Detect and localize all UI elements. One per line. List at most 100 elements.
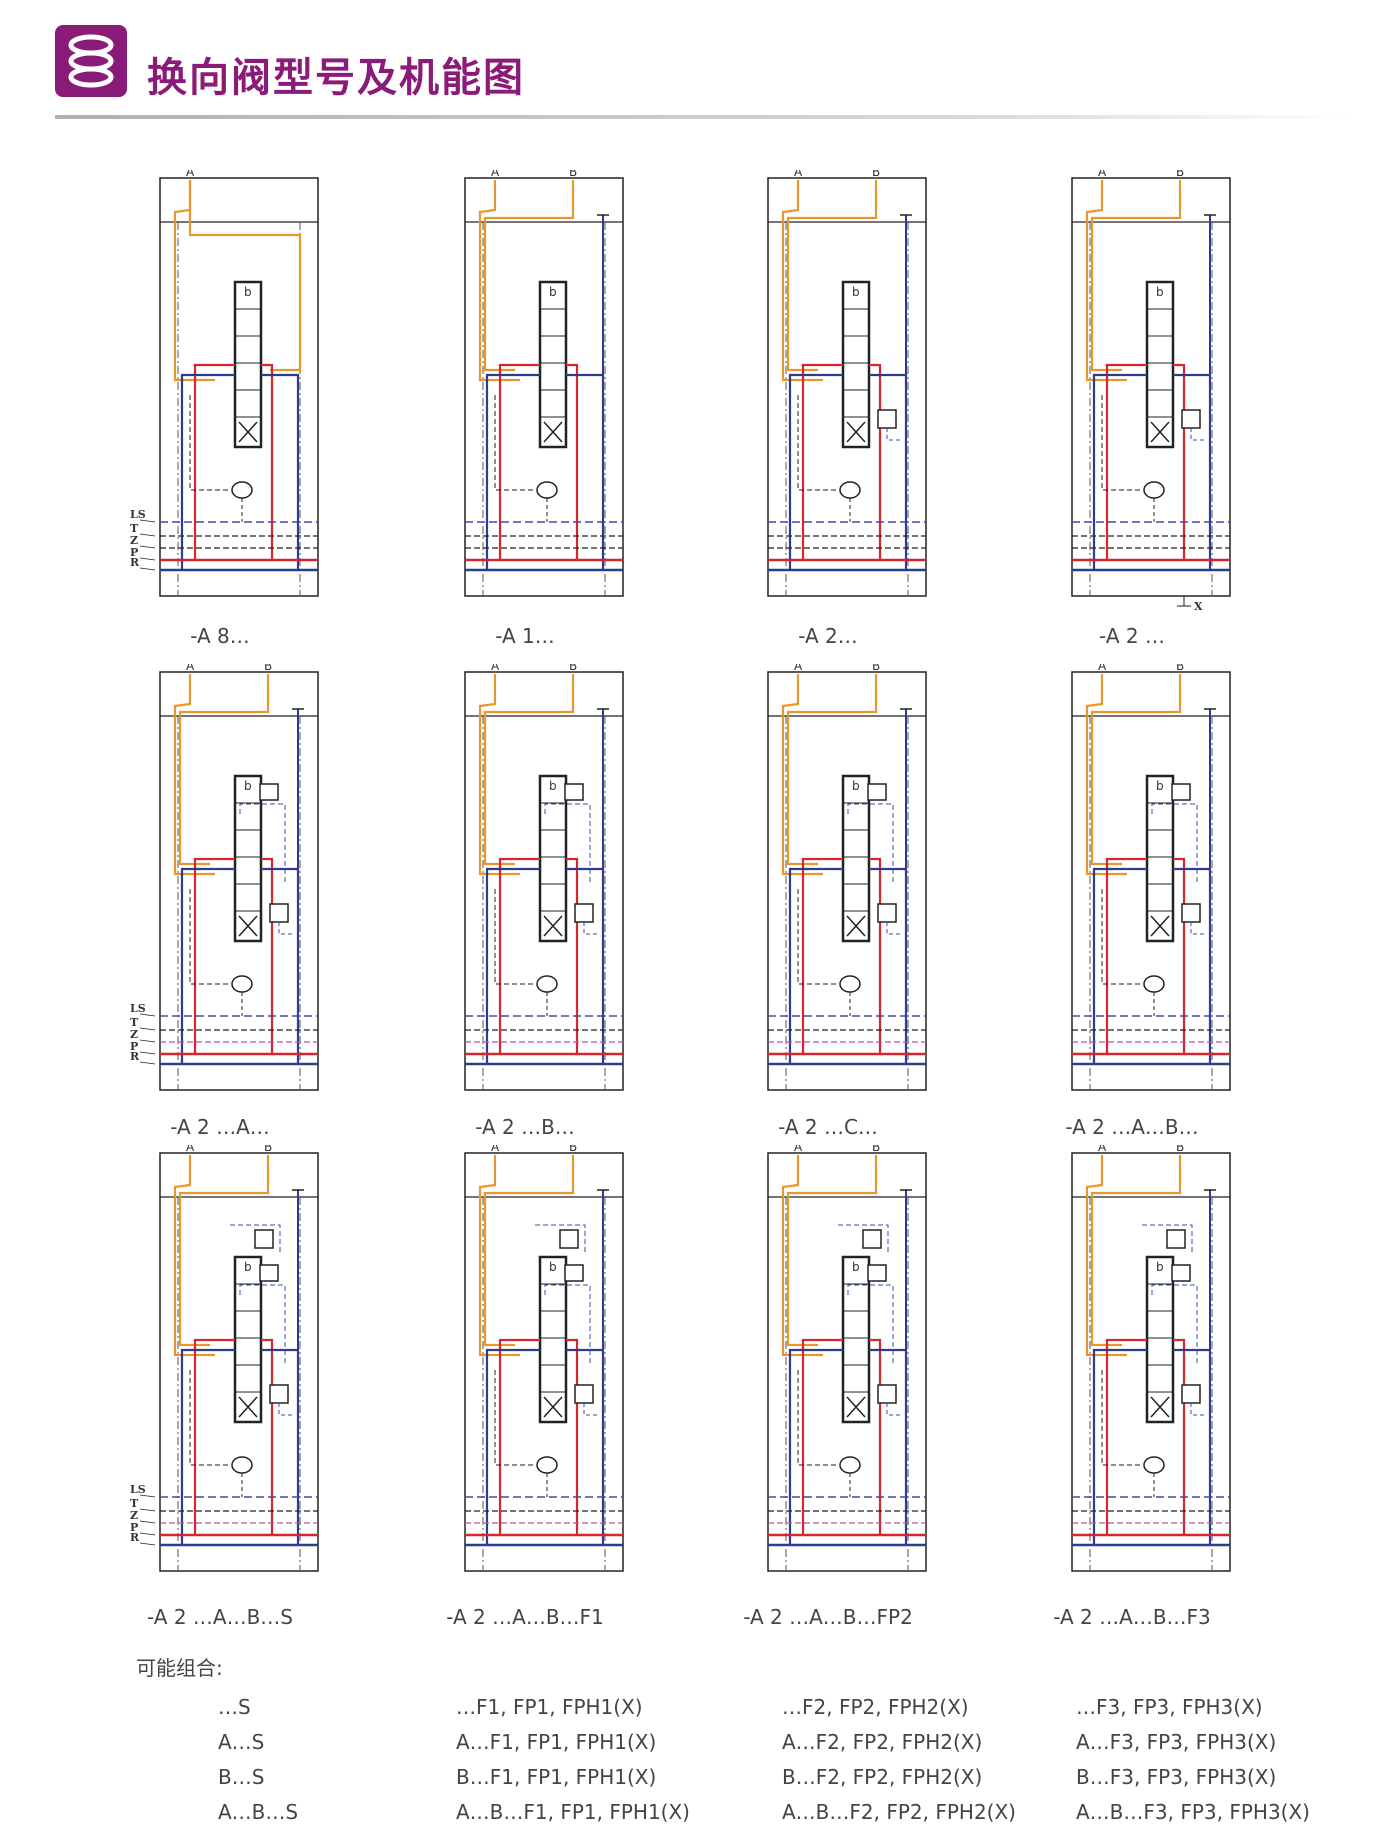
schematic-caption: -A 2 …C…	[778, 1115, 878, 1139]
pressure-line-right	[261, 857, 274, 1054]
valve-frame	[159, 177, 319, 597]
return-line-right	[566, 867, 605, 1064]
gallery-label-leader	[139, 1508, 156, 1512]
shuttle-valve-icon	[1143, 481, 1165, 499]
pressure-line-right	[566, 1338, 579, 1535]
gallery-label: T	[130, 1016, 139, 1029]
combination-column: …F1, FP1, FPH1(X)A…F1, FP1, FPH1(X)B…F1,…	[456, 1690, 690, 1830]
spool-cross	[543, 1396, 563, 1418]
relief-valve-icon	[877, 903, 897, 923]
valve-frame	[464, 671, 624, 1091]
spool-cross	[1150, 1396, 1170, 1418]
secondary-pilot-line	[535, 1224, 586, 1255]
pilot-line	[1101, 395, 1142, 491]
schematic-caption: -A 2 …	[1099, 624, 1165, 648]
combination-column: …F3, FP3, FPH3(X)A…F3, FP3, FPH3(X)B…F3,…	[1076, 1690, 1310, 1830]
gallery-label-leader	[139, 1051, 156, 1055]
pressure-line	[193, 857, 235, 1054]
relief-pilot-line	[583, 1403, 600, 1416]
comp-pilot-line	[544, 1284, 591, 1365]
work-line-b	[483, 180, 575, 372]
pressure-line	[1105, 1338, 1147, 1535]
valve-frame	[767, 671, 927, 1091]
relief-valve-icon	[877, 1384, 897, 1404]
shuttle-valve-icon	[536, 975, 558, 993]
pilot-line	[1101, 1370, 1142, 1466]
port-label-b: B	[872, 170, 880, 179]
valve-frame	[159, 671, 319, 1091]
return-line-right	[566, 1348, 605, 1545]
combinations-title: 可能组合:	[136, 1656, 223, 1680]
combination-item: A…B…F1, FP1, FPH1(X)	[456, 1800, 690, 1824]
return-line-right	[566, 373, 605, 570]
relief-valve-icon	[1181, 1384, 1201, 1404]
port-label-b: B	[569, 664, 577, 673]
spool-cross	[846, 421, 866, 443]
spool-cross	[543, 915, 563, 937]
comp-pilot-line	[1151, 803, 1198, 884]
work-line-a	[173, 674, 215, 876]
page-title: 换向阀型号及机能图	[147, 55, 525, 101]
combination-item: A…F2, FP2, FPH2(X)	[782, 1730, 983, 1754]
page-header: 换向阀型号及机能图	[55, 25, 1355, 125]
triple-ring-icon	[55, 25, 127, 97]
work-line-b	[178, 674, 270, 866]
combination-item: …S	[218, 1695, 251, 1719]
pressure-comp-icon	[867, 1264, 887, 1282]
spool-label-b: b	[549, 285, 557, 299]
gallery-label: LS	[130, 1002, 146, 1015]
gallery-label: LS	[130, 508, 146, 521]
schematic-caption: -A 2…	[798, 624, 858, 648]
work-line-a	[781, 1155, 823, 1357]
relief-pilot-line	[1190, 1403, 1207, 1416]
schematic-caption: -A 8…	[190, 624, 250, 648]
pressure-comp-icon	[1171, 783, 1191, 801]
port-label-b: B	[1176, 170, 1184, 179]
pilot-line	[189, 1370, 230, 1466]
relief-valve-icon	[877, 409, 897, 429]
valve-frame	[159, 1152, 319, 1572]
spool-cross	[846, 1396, 866, 1418]
pilot-line	[189, 889, 230, 985]
pressure-comp-icon	[564, 783, 584, 801]
return-line	[180, 1348, 235, 1545]
return-line	[485, 867, 540, 1064]
x-port-label: X	[1194, 600, 1203, 610]
valve-frame	[767, 177, 927, 597]
work-line-b	[786, 1155, 878, 1347]
comp-pilot-line	[1151, 1284, 1198, 1365]
spool-cross	[238, 1396, 258, 1418]
valve-frame	[1071, 177, 1231, 597]
work-line-a	[1085, 1155, 1127, 1357]
secondary-valve-icon	[862, 1229, 882, 1249]
gallery-label-leader	[139, 1520, 156, 1524]
port-label-b: B	[872, 1145, 880, 1154]
pilot-line	[1101, 889, 1142, 985]
combination-item: A…B…S	[218, 1800, 299, 1824]
relief-valve-icon	[269, 903, 289, 923]
work-line-b	[188, 180, 302, 372]
schematic-caption: -A 2 …A…B…F1	[446, 1605, 604, 1629]
combination-item: A…B…F3, FP3, FPH3(X)	[1076, 1800, 1310, 1824]
relief-pilot-line	[1190, 428, 1207, 441]
port-label-a: A	[794, 664, 803, 673]
pilot-line	[797, 889, 838, 985]
secondary-pilot-line	[1142, 1224, 1193, 1255]
gallery-label: T	[130, 522, 139, 535]
gallery-label-leader	[139, 533, 156, 537]
spool-label-b: b	[244, 1260, 252, 1274]
pressure-line-right	[261, 363, 274, 560]
return-line-right	[869, 867, 908, 1064]
shuttle-valve-icon	[839, 481, 861, 499]
shuttle-valve-icon	[231, 481, 253, 499]
